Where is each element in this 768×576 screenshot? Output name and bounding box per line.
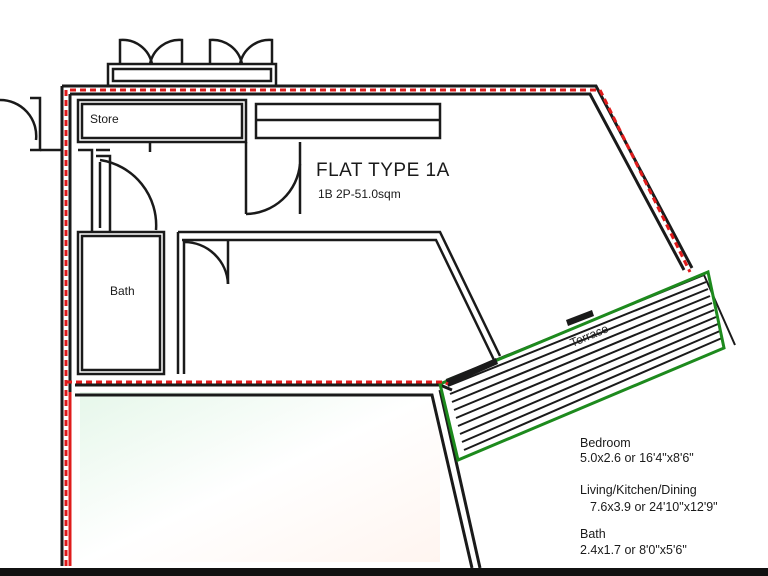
balcony-doors xyxy=(106,38,278,88)
schedule-living-name: Living/Kitchen/Dining xyxy=(580,483,697,497)
store-label: Store xyxy=(90,112,119,126)
courtyard-area xyxy=(80,392,440,562)
interior-walls xyxy=(76,142,502,376)
schedule-bath-dims: 2.4x1.7 or 8'0"x5'6" xyxy=(580,543,687,557)
store-room-walls xyxy=(76,98,442,144)
terrace xyxy=(445,273,736,451)
schedule-living-dims: 7.6x3.9 or 24'10"x12'9" xyxy=(590,500,718,514)
flat-title: FLAT TYPE 1A xyxy=(316,160,450,181)
schedule-bedroom-dims: 5.0x2.6 or 16'4"x8'6" xyxy=(580,451,694,465)
entry-door xyxy=(0,96,62,152)
flat-boundary xyxy=(64,88,692,566)
schedule-bedroom-name: Bedroom xyxy=(580,436,631,450)
terrace-rail-1 xyxy=(446,358,498,386)
terrace-rail-2 xyxy=(566,310,594,326)
flat-subtitle: 1B 2P-51.0sqm xyxy=(318,187,401,201)
schedule-bath-name: Bath xyxy=(580,527,606,541)
bottom-edge-bar xyxy=(0,568,768,576)
terrace-boundary xyxy=(438,269,726,463)
bath-label: Bath xyxy=(110,284,135,298)
